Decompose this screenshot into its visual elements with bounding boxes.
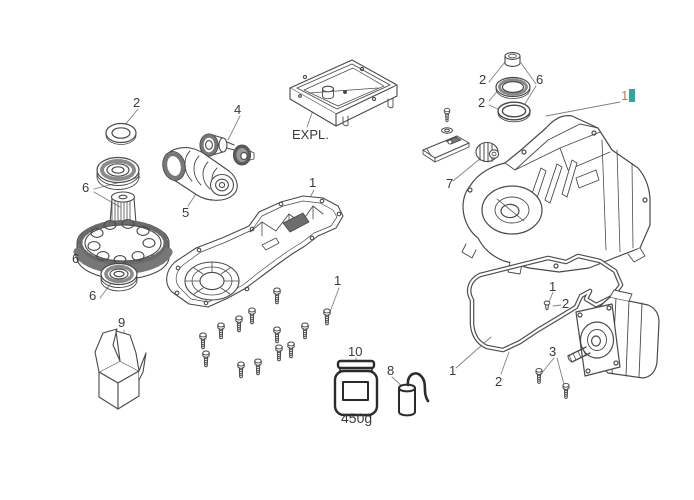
callout-housing-gasket-seal[interactable]: 2 (495, 374, 503, 389)
part-pinion-gear-set (199, 133, 255, 166)
callout-packaging-box[interactable]: 9 (118, 315, 126, 330)
part-shaft-seal-ring (105, 122, 137, 145)
callout-cover-plug[interactable]: 2 (479, 72, 487, 87)
selection-marker (629, 89, 636, 102)
part-capacitor (398, 372, 430, 417)
part-cable-gland (475, 141, 500, 163)
part-packaging-box (94, 328, 147, 410)
part-upper-bearing (96, 156, 140, 190)
callout-housing-cover-selected[interactable]: 1 (621, 88, 636, 103)
part-housing-cover (461, 115, 651, 275)
part-worm-gear (162, 147, 238, 201)
part-grease-jar (333, 359, 379, 417)
part-cover-seal-ring (495, 76, 531, 99)
part-release-bracket (422, 107, 470, 163)
callout-housing-gasket[interactable]: 1 (449, 363, 457, 378)
selected-callout-label: 1 (621, 88, 629, 103)
callout-base-plate[interactable]: 1 (309, 175, 317, 190)
grease-weight-label: 450g (341, 410, 373, 426)
callout-capacitor[interactable]: 8 (387, 363, 395, 378)
part-cover-o-ring (497, 101, 531, 123)
callout-shaft-seal[interactable]: 2 (133, 95, 141, 110)
callout-cover-seals[interactable]: 6 (536, 72, 544, 87)
callout-cable-gland[interactable]: 7 (446, 176, 454, 191)
callout-gasket-pin-screw[interactable]: 2 (562, 296, 570, 311)
part-cover-plug (504, 52, 521, 67)
callout-grease-jar[interactable]: 10 (348, 344, 363, 359)
callout-gasket-pin[interactable]: 1 (549, 279, 557, 294)
motor-screws (535, 367, 570, 399)
part-output-gear (73, 191, 173, 280)
part-lower-bearing (100, 262, 138, 292)
expl-note-label: EXPL. (292, 127, 329, 142)
part-base-plate (166, 195, 344, 308)
callout-pinion-set[interactable]: 4 (234, 102, 242, 117)
callout-motor-screws[interactable]: 3 (549, 344, 557, 359)
callout-screw-set[interactable]: 1 (334, 273, 342, 288)
callout-worm-gear[interactable]: 5 (182, 205, 190, 220)
part-expl-tray (289, 59, 398, 127)
callout-lower-bearing[interactable]: 6 (89, 288, 97, 303)
callout-output-gear[interactable]: 6 (72, 251, 80, 266)
callout-upper-bearing[interactable]: 6 (82, 180, 90, 195)
part-motor (567, 289, 660, 379)
part-housing-gasket (466, 253, 624, 353)
part-gasket-pin (543, 300, 551, 311)
callout-cover-o-ring[interactable]: 2 (478, 95, 486, 110)
